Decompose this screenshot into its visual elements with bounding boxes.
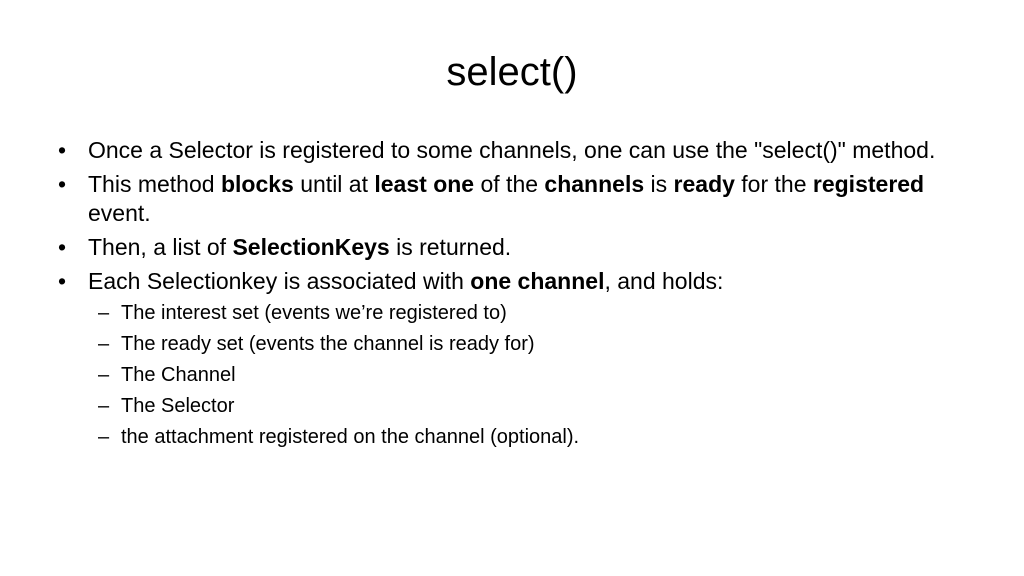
sub-bullet-item: –the attachment registered on the channe… (58, 425, 968, 450)
bullet-list: • Once a Selector is registered to some c… (58, 136, 968, 456)
sub-bullet-marker: – (98, 302, 110, 324)
sub-bullet-item: –The interest set (events we’re register… (58, 301, 968, 326)
bullet-bold-text: least one (374, 171, 475, 197)
bullet-text: is (644, 171, 674, 197)
sub-bullet-text: The interest set (events we’re registere… (121, 302, 507, 324)
bullet-item: • Each Selectionkey is associated with on… (58, 267, 968, 296)
sub-bullet-marker: – (98, 395, 110, 417)
sub-bullet-marker: – (98, 426, 110, 448)
bullet-marker: • (58, 137, 67, 163)
bullet-bold-text: blocks (220, 171, 294, 197)
sub-bullet-marker: – (98, 364, 110, 386)
bullet-item: • This method blocks until at least one o… (58, 170, 968, 228)
bullet-bold-text: SelectionKeys (232, 234, 390, 260)
bullet-text: Each Selectionkey is associated with (88, 268, 471, 294)
sub-bullet-text: The ready set (events the channel is rea… (121, 333, 535, 355)
bullet-marker: • (58, 234, 67, 260)
bullet-text: , and holds: (604, 268, 724, 294)
sub-bullet-item: –The Channel (58, 363, 968, 388)
sub-bullet-item: –The ready set (events the channel is re… (58, 332, 968, 357)
sub-bullet-text: The Channel (121, 364, 236, 386)
bullet-bold-text: one channel (470, 268, 605, 294)
bullet-bold-text: channels (544, 171, 645, 197)
bullet-text: Then, a list of (88, 234, 233, 260)
bullet-text: Once a Selector is registered to some ch… (88, 137, 936, 163)
bullet-item: • Then, a list of SelectionKeys is return… (58, 233, 968, 262)
bullet-marker: • (58, 268, 67, 294)
sub-bullet-item: –The Selector (58, 394, 968, 419)
sub-bullet-text: the attachment registered on the channel… (121, 426, 580, 448)
bullet-text: until at (293, 171, 375, 197)
bullet-marker: • (58, 171, 67, 197)
bullet-bold-text: registered (812, 171, 925, 197)
bullet-bold-text: ready (673, 171, 735, 197)
bullet-text: event. (88, 200, 151, 226)
bullet-text: of the (474, 171, 545, 197)
sub-bullet-marker: – (98, 333, 110, 355)
bullet-text: is returned. (389, 234, 512, 260)
bullet-text: for the (734, 171, 813, 197)
sub-bullet-text: The Selector (121, 395, 235, 417)
bullet-item: • Once a Selector is registered to some c… (58, 136, 968, 165)
slide-title: select() (446, 50, 578, 94)
bullet-text: This method (88, 171, 221, 197)
